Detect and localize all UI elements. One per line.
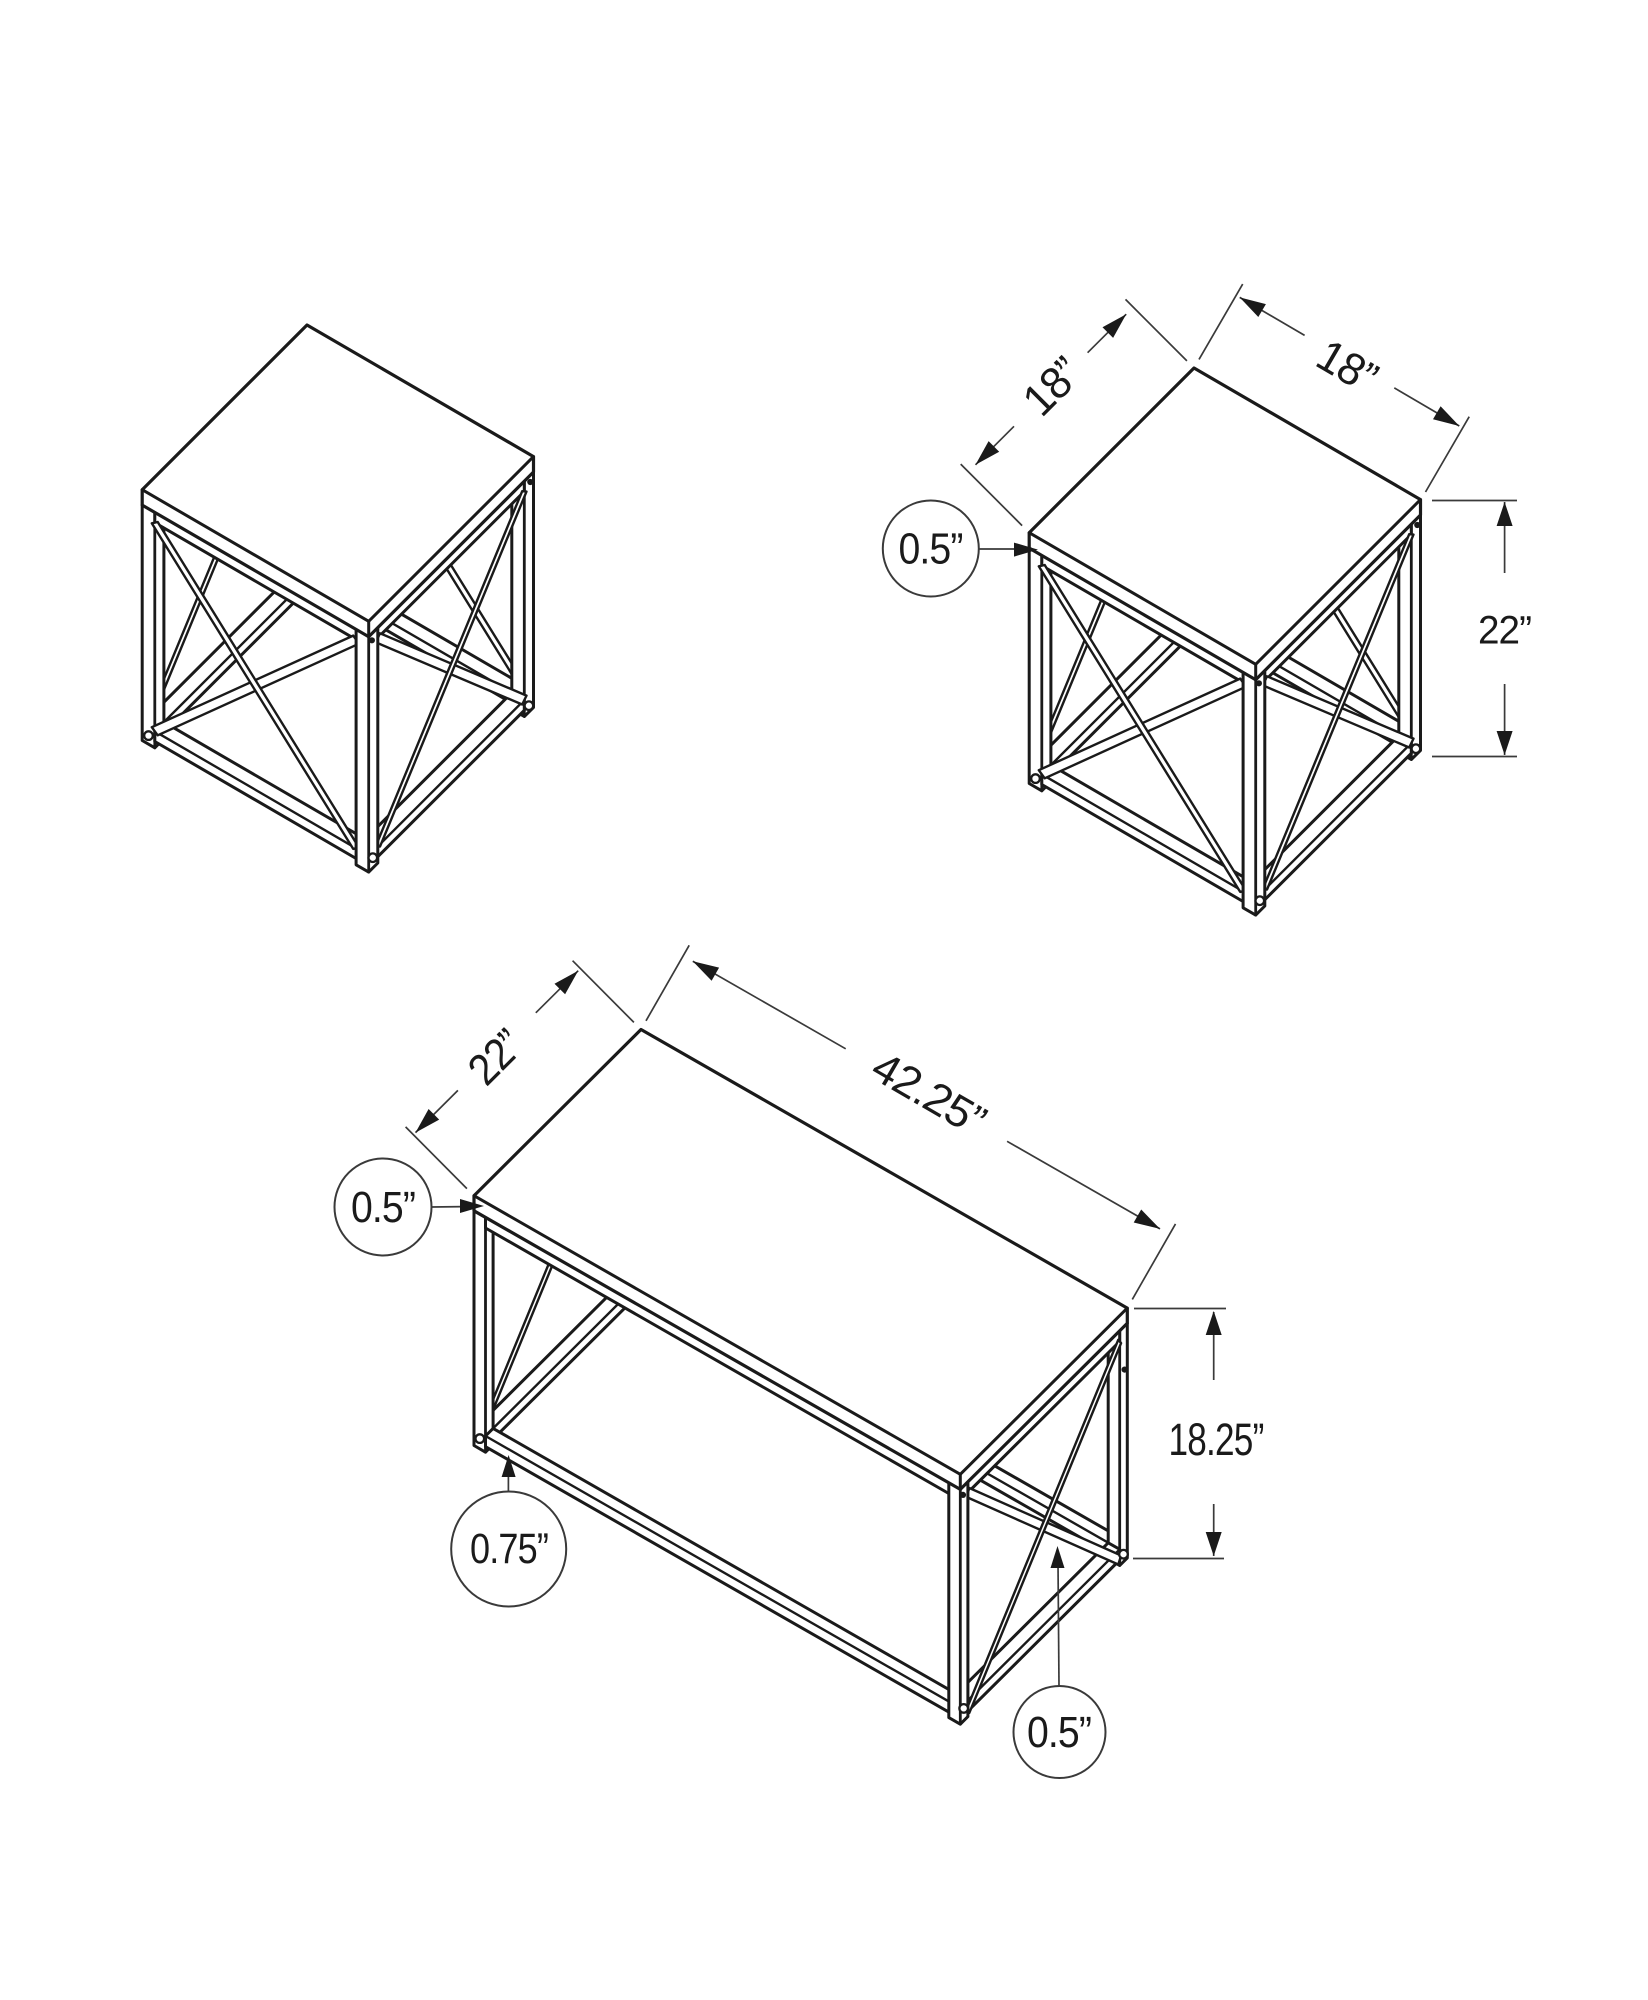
svg-text:0.75”: 0.75” [470, 1525, 548, 1573]
svg-text:0.5”: 0.5” [1027, 1708, 1091, 1757]
svg-text:22”: 22” [1478, 609, 1531, 653]
svg-text:18.25”: 18.25” [1169, 1414, 1264, 1465]
svg-text:0.5”: 0.5” [351, 1183, 415, 1232]
svg-text:0.5”: 0.5” [899, 525, 963, 574]
